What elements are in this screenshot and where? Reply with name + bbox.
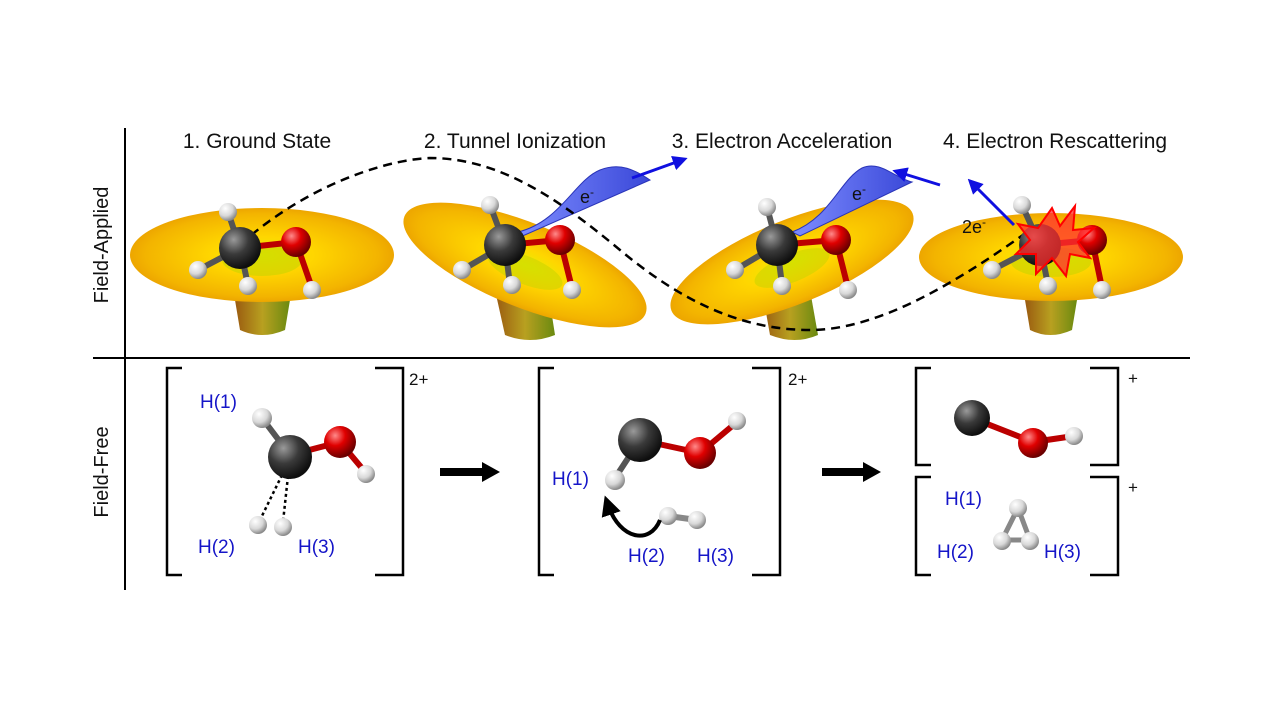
charge-frame-3-bottom: + bbox=[1128, 478, 1138, 497]
step-title-electron-acceleration: 3. Electron Acceleration bbox=[672, 130, 893, 153]
h1-label-frame-3: H(1) bbox=[945, 489, 982, 510]
reaction-arrow-2 bbox=[822, 462, 881, 482]
charge-frame-3-top: + bbox=[1128, 369, 1138, 388]
bracket-frame-3-bottom bbox=[914, 475, 1120, 577]
molecule-tunnel-ionization bbox=[453, 196, 581, 299]
molecule-frame-1 bbox=[249, 408, 375, 536]
field-surface-ground bbox=[130, 208, 394, 335]
h3-label-frame-3: H(3) bbox=[1044, 542, 1081, 563]
field-surface-acceleration bbox=[670, 199, 914, 340]
electron-label-ionization: e- bbox=[580, 185, 594, 207]
step-title-tunnel-ionization: 2. Tunnel Ionization bbox=[424, 130, 606, 153]
step-title-ground-state: 1. Ground State bbox=[183, 130, 331, 153]
h2-label-frame-2: H(2) bbox=[628, 546, 665, 567]
electron-label-acceleration: e- bbox=[852, 182, 866, 204]
reaction-arrow-1 bbox=[440, 462, 500, 482]
molecule-ground-state bbox=[189, 203, 321, 299]
bracket-frame-3-top bbox=[914, 366, 1120, 467]
field-surface-ionization bbox=[403, 202, 647, 340]
row-label-field-free: Field-Free bbox=[91, 426, 113, 517]
molecule-frame-3-bottom bbox=[993, 499, 1039, 550]
migration-arrow bbox=[601, 495, 662, 538]
h2-label-frame-1: H(2) bbox=[198, 537, 235, 558]
charge-frame-2: 2+ bbox=[788, 370, 807, 389]
molecule-frame-2 bbox=[605, 412, 746, 529]
h3-label-frame-2: H(3) bbox=[697, 546, 734, 567]
h1-label-frame-2: H(1) bbox=[552, 469, 589, 490]
h1-label-frame-1: H(1) bbox=[200, 392, 237, 413]
collision-burst-icon bbox=[1013, 202, 1097, 279]
field-trajectory-dashed bbox=[239, 156, 1031, 332]
electron-label-rescattering: 2e- bbox=[962, 215, 986, 237]
bracket-frame-2 bbox=[537, 366, 782, 577]
charge-frame-1: 2+ bbox=[409, 370, 428, 389]
molecule-electron-acceleration bbox=[726, 198, 857, 299]
electron-wavepacket-ionization bbox=[517, 166, 652, 239]
h3-label-frame-1: H(3) bbox=[298, 537, 335, 558]
bracket-frame-1 bbox=[165, 366, 405, 577]
electron-arrow-ionization bbox=[631, 155, 688, 180]
molecule-frame-3-top bbox=[954, 400, 1083, 458]
row-label-field-applied: Field-Applied bbox=[91, 187, 113, 304]
step-title-electron-rescattering: 4. Electron Rescattering bbox=[943, 130, 1167, 153]
electron-arrow-acceleration bbox=[892, 167, 941, 187]
electron-arrow-rescattering bbox=[967, 178, 1016, 227]
h2-label-frame-3: H(2) bbox=[937, 542, 974, 563]
